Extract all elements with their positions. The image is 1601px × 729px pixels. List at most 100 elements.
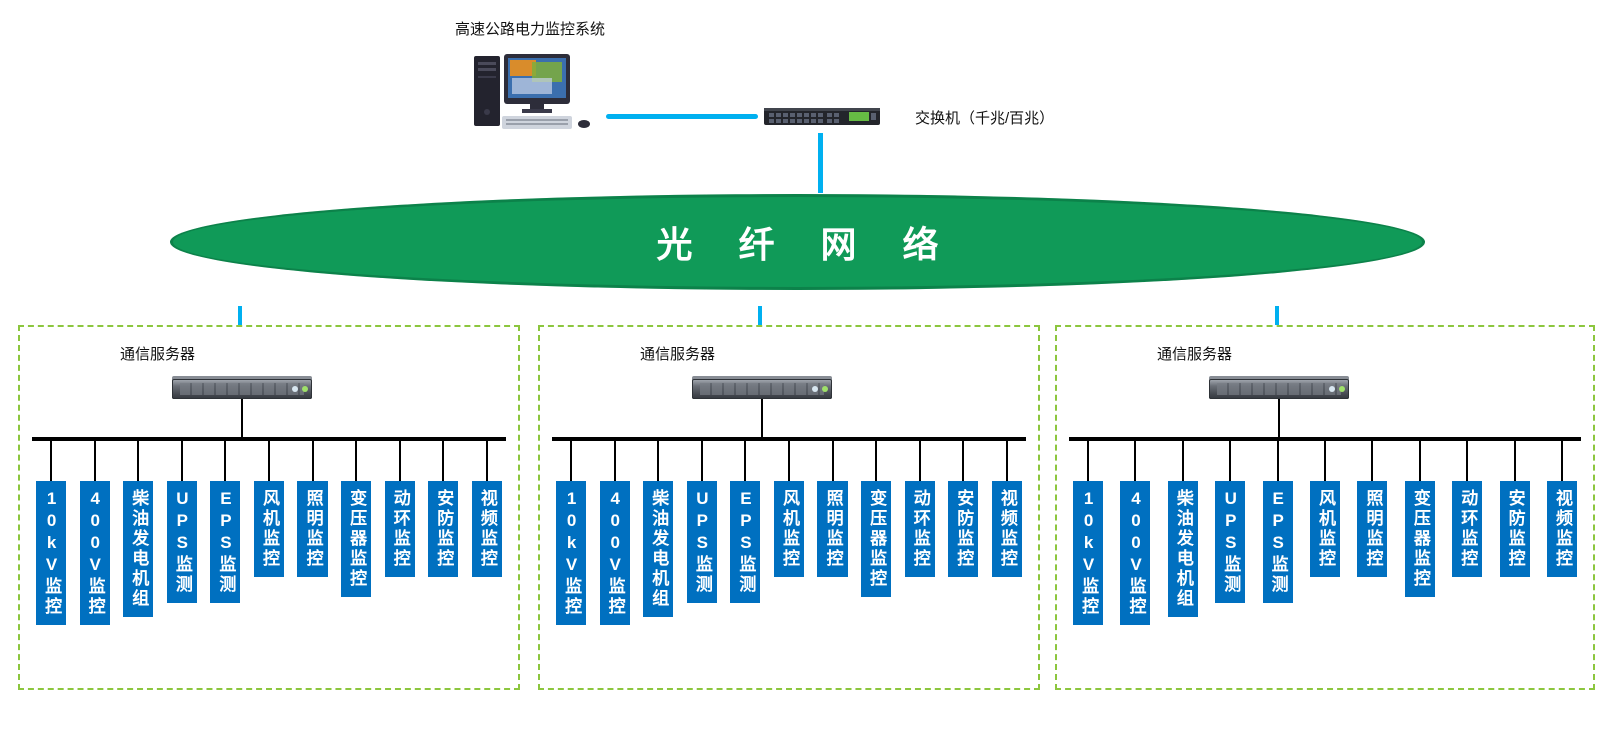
monitor-item-label: 风机监控 <box>253 481 284 577</box>
monitor-item: 安防监控 <box>1499 441 1530 577</box>
server-label: 通信服务器 <box>120 346 196 363</box>
monitor-item: 视频监控 <box>991 441 1022 577</box>
monitor-item-label: 变压器监控 <box>861 481 892 597</box>
monitor-item-label: UPS监测 <box>1215 481 1246 603</box>
monitor-item: UPS监测 <box>1215 441 1246 603</box>
switch-label: 交换机（千兆/百兆） <box>915 110 1055 127</box>
bus-line <box>552 437 1026 441</box>
monitor-item-label: 照明监控 <box>297 481 328 577</box>
item-connector-line <box>570 441 573 481</box>
item-connector-line <box>1181 441 1184 481</box>
item-connector-line <box>962 441 965 481</box>
monitor-item-label: 视频监控 <box>991 481 1022 577</box>
monitor-item: 安防监控 <box>948 441 979 577</box>
item-connector-line <box>1324 441 1326 481</box>
monitor-item-label: 照明监控 <box>817 481 848 577</box>
monitor-item: 照明监控 <box>817 441 848 577</box>
monitor-item-label: 安防监控 <box>428 481 459 577</box>
monitor-item-label: 柴油发电机组 <box>1167 481 1198 617</box>
item-connector-line <box>1418 441 1421 481</box>
monitor-item: 动环监控 <box>904 441 935 577</box>
server-group: 通信服务器 10kV监控 400V监控柴油发电机组 UPS监测 EPS监测风机监控照明… <box>18 325 520 690</box>
item-connector-line <box>224 441 227 481</box>
monitor-item-label: EPS监测 <box>210 481 241 603</box>
monitor-item-label: 10kV监控 <box>1073 481 1104 625</box>
server-connector-line <box>1278 399 1280 439</box>
item-connector-line <box>700 441 703 481</box>
server-label: 通信服务器 <box>640 346 716 363</box>
item-connector-line <box>50 441 53 481</box>
monitor-item: EPS监测 <box>210 441 241 603</box>
monitor-item: 变压器监控 <box>1404 441 1435 597</box>
server-label: 通信服务器 <box>1157 346 1233 363</box>
monitor-item-label: 动环监控 <box>1452 481 1483 577</box>
item-connector-line <box>875 441 878 481</box>
rack-server-icon <box>172 379 312 399</box>
item-connector-line <box>180 441 183 481</box>
monitor-item: 10kV监控 <box>36 441 67 625</box>
workstation-icon <box>474 54 590 129</box>
item-connector-line <box>657 441 660 481</box>
monitor-item-label: 风机监控 <box>773 481 804 577</box>
monitor-item: 动环监控 <box>1452 441 1483 577</box>
monitor-item-label: 柴油发电机组 <box>643 481 674 617</box>
monitor-item: 视频监控 <box>1546 441 1577 577</box>
monitor-item: 视频监控 <box>471 441 502 577</box>
monitor-item: UPS监测 <box>686 441 717 603</box>
server-group: 通信服务器 10kV监控 400V监控柴油发电机组 UPS监测 EPS监测风机监控照明… <box>538 325 1040 690</box>
monitor-item: 风机监控 <box>1309 441 1341 577</box>
switch-icon <box>764 108 880 125</box>
monitor-item: 柴油发电机组 <box>123 441 154 617</box>
monitor-item: EPS监测 <box>1262 441 1293 603</box>
monitor-item: 照明监控 <box>1357 441 1388 577</box>
monitor-item: 动环监控 <box>384 441 415 577</box>
item-connector-line <box>1134 441 1137 481</box>
item-connector-line <box>787 441 790 481</box>
rack-server-icon <box>1209 379 1349 399</box>
monitor-item-label: 400V监控 <box>79 481 110 625</box>
monitor-item: 变压器监控 <box>861 441 892 597</box>
monitor-item-label: 视频监控 <box>471 481 502 577</box>
monitor-item-label: UPS监测 <box>166 481 197 603</box>
monitor-item-label: 照明监控 <box>1357 481 1388 577</box>
item-connector-line <box>442 441 445 481</box>
monitor-item-label: 400V监控 <box>599 481 630 625</box>
monitor-item-label: 10kV监控 <box>556 481 587 625</box>
item-connector-line <box>918 441 921 481</box>
monitor-item: 安防监控 <box>428 441 459 577</box>
monitor-item-label: 风机监控 <box>1309 481 1341 577</box>
item-connector-line <box>1229 441 1232 481</box>
monitor-item-label: 变压器监控 <box>341 481 372 597</box>
item-connector-line <box>831 441 834 481</box>
monitor-item-label: 400V监控 <box>1120 481 1151 625</box>
diagram-title: 高速公路电力监控系统 <box>455 21 606 38</box>
bus-line <box>1069 437 1581 441</box>
rack-server-icon <box>692 379 832 399</box>
fiber-network-label: 光 纤 网 络 <box>656 224 957 265</box>
monitor-item: EPS监测 <box>730 441 761 603</box>
monitor-item: 400V监控 <box>79 441 110 625</box>
switch-to-network-link-line <box>818 133 823 193</box>
item-connector-line <box>311 441 314 481</box>
server-connector-line <box>761 399 763 439</box>
item-connector-line <box>137 441 140 481</box>
item-connector-line <box>613 441 616 481</box>
item-connector-line <box>398 441 401 481</box>
server-group: 通信服务器 10kV监控 400V监控柴油发电机组 UPS监测 EPS监测风机监控照明… <box>1055 325 1595 690</box>
server-connector-line <box>241 399 243 439</box>
monitor-item-label: EPS监测 <box>730 481 761 603</box>
monitor-items: 10kV监控 400V监控柴油发电机组 UPS监测 EPS监测风机监控照明监控变压器监… <box>1073 441 1577 625</box>
monitor-item: 400V监控 <box>599 441 630 625</box>
monitor-item-label: 安防监控 <box>1499 481 1530 577</box>
monitor-item: 10kV监控 <box>1073 441 1104 625</box>
monitor-item: 柴油发电机组 <box>643 441 674 617</box>
item-connector-line <box>1276 441 1279 481</box>
monitor-item: 照明监控 <box>297 441 328 577</box>
monitor-item-label: 视频监控 <box>1546 481 1577 577</box>
item-connector-line <box>1560 441 1563 481</box>
monitor-item: 400V监控 <box>1120 441 1151 625</box>
fiber-network-ellipse: 光 纤 网 络 <box>170 194 1425 290</box>
item-connector-line <box>1005 441 1008 481</box>
monitor-items: 10kV监控 400V监控柴油发电机组 UPS监测 EPS监测风机监控照明监控变压器监… <box>36 441 502 625</box>
